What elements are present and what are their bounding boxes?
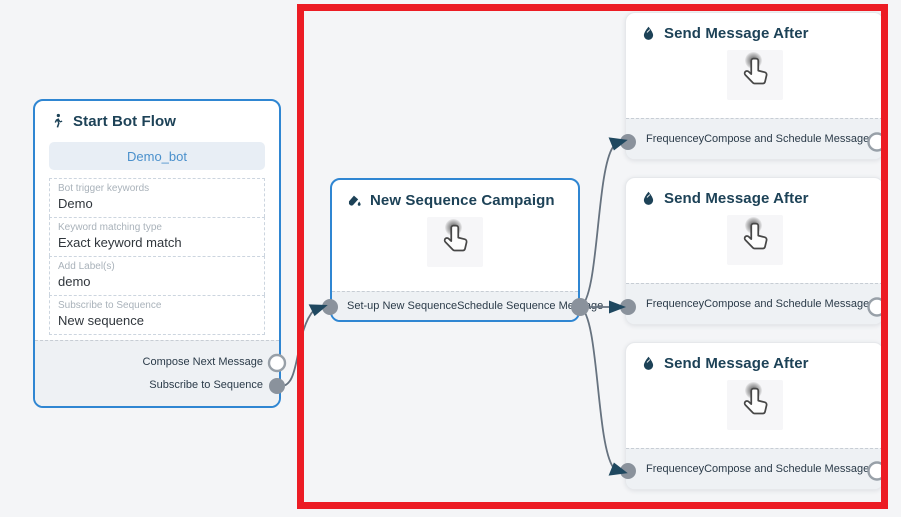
- field-value: Exact keyword match: [58, 235, 182, 250]
- hand-cursor-icon[interactable]: [726, 50, 783, 100]
- hand-cursor-icon[interactable]: [427, 217, 483, 267]
- field-add-labels[interactable]: Add Label(s) demo: [49, 256, 265, 295]
- pointer-hand-icon: [743, 57, 767, 85]
- send-node-title: Send Message After: [664, 355, 809, 372]
- field-value: demo: [58, 274, 91, 289]
- ink-bucket-icon: [348, 195, 361, 206]
- field-bot-trigger-keywords[interactable]: Bot trigger keywords Demo: [49, 178, 265, 217]
- field-subscribe-to-sequence[interactable]: Subscribe to Sequence New sequence: [49, 295, 265, 335]
- field-label: Keyword matching type: [58, 222, 162, 233]
- send-output-label: Compose and Schedule Message: [704, 298, 870, 310]
- output-label: Compose Next Message: [142, 355, 263, 368]
- output-label: Subscribe to Sequence: [149, 378, 263, 391]
- start-node-header: Start Bot Flow: [35, 101, 279, 136]
- output-row-compose-next-message: Compose Next Message: [35, 350, 263, 373]
- send-output-label: Compose and Schedule Message: [704, 133, 870, 145]
- send-input-label: Frequencey: [646, 463, 705, 475]
- sequence-input-label: Set-up New Sequence: [347, 300, 458, 312]
- send-message-after-node-2[interactable]: Send Message After Frequencey Compose an…: [625, 177, 884, 325]
- sequence-node-footer: Set-up New Sequence Schedule Sequence Me…: [332, 291, 603, 320]
- water-drop-icon: [643, 26, 654, 40]
- field-value: New sequence: [58, 313, 144, 328]
- field-keyword-matching-type[interactable]: Keyword matching type Exact keyword matc…: [49, 217, 265, 256]
- new-sequence-campaign-node[interactable]: New Sequence Campaign Set-up New Sequenc…: [330, 178, 603, 322]
- send-node-header: Send Message After: [626, 13, 883, 48]
- bot-name-button[interactable]: Demo_bot: [49, 142, 265, 170]
- send-input-label: Frequencey: [646, 298, 705, 310]
- start-node-footer: Compose Next Message Subscribe to Sequen…: [35, 340, 279, 406]
- field-label: Subscribe to Sequence: [58, 300, 162, 311]
- send-node-header: Send Message After: [626, 178, 883, 213]
- water-drop-icon: [643, 191, 654, 205]
- send-message-after-node-3[interactable]: Send Message After Frequencey Compose an…: [625, 342, 884, 490]
- send-node-title: Send Message After: [664, 25, 809, 42]
- connector-sequence-to-send-1: [579, 146, 614, 308]
- send-node-footer: Frequencey Compose and Schedule Message: [626, 283, 883, 324]
- send-message-after-node-1[interactable]: Send Message After Frequencey Compose an…: [625, 12, 884, 160]
- arrowhead-sequence-input: [308, 304, 328, 317]
- pointer-hand-icon: [743, 222, 767, 250]
- output-row-subscribe-to-sequence: Subscribe to Sequence: [35, 373, 263, 396]
- connector-sequence-to-send-3: [579, 306, 614, 468]
- start-node-title: Start Bot Flow: [73, 113, 177, 130]
- send-node-title: Send Message After: [664, 190, 809, 207]
- field-label: Add Label(s): [58, 261, 115, 272]
- send-node-header: Send Message After: [626, 343, 883, 378]
- field-label: Bot trigger keywords: [58, 183, 150, 194]
- sequence-node-title: New Sequence Campaign: [370, 192, 555, 209]
- send-node-footer: Frequencey Compose and Schedule Message: [626, 448, 883, 489]
- connector-start-to-sequence: [277, 309, 315, 387]
- start-node-fields: Bot trigger keywords Demo Keyword matchi…: [49, 178, 265, 335]
- hand-cursor-icon[interactable]: [726, 215, 783, 265]
- pointer-hand-icon: [743, 387, 767, 415]
- hand-cursor-icon[interactable]: [726, 380, 783, 430]
- pointer-hand-icon: [443, 224, 468, 252]
- send-node-footer: Frequencey Compose and Schedule Message: [626, 118, 883, 159]
- sequence-node-header: New Sequence Campaign: [332, 180, 578, 215]
- arrowhead-send-2: [609, 300, 626, 314]
- send-output-label: Compose and Schedule Message: [704, 463, 870, 475]
- water-drop-icon: [643, 356, 654, 370]
- sequence-output-label: Schedule Sequence Message: [457, 300, 604, 312]
- start-bot-flow-node[interactable]: Start Bot Flow Demo_bot Bot trigger keyw…: [33, 99, 281, 408]
- field-value: Demo: [58, 196, 93, 211]
- send-input-label: Frequencey: [646, 133, 705, 145]
- walking-person-icon: [54, 113, 63, 128]
